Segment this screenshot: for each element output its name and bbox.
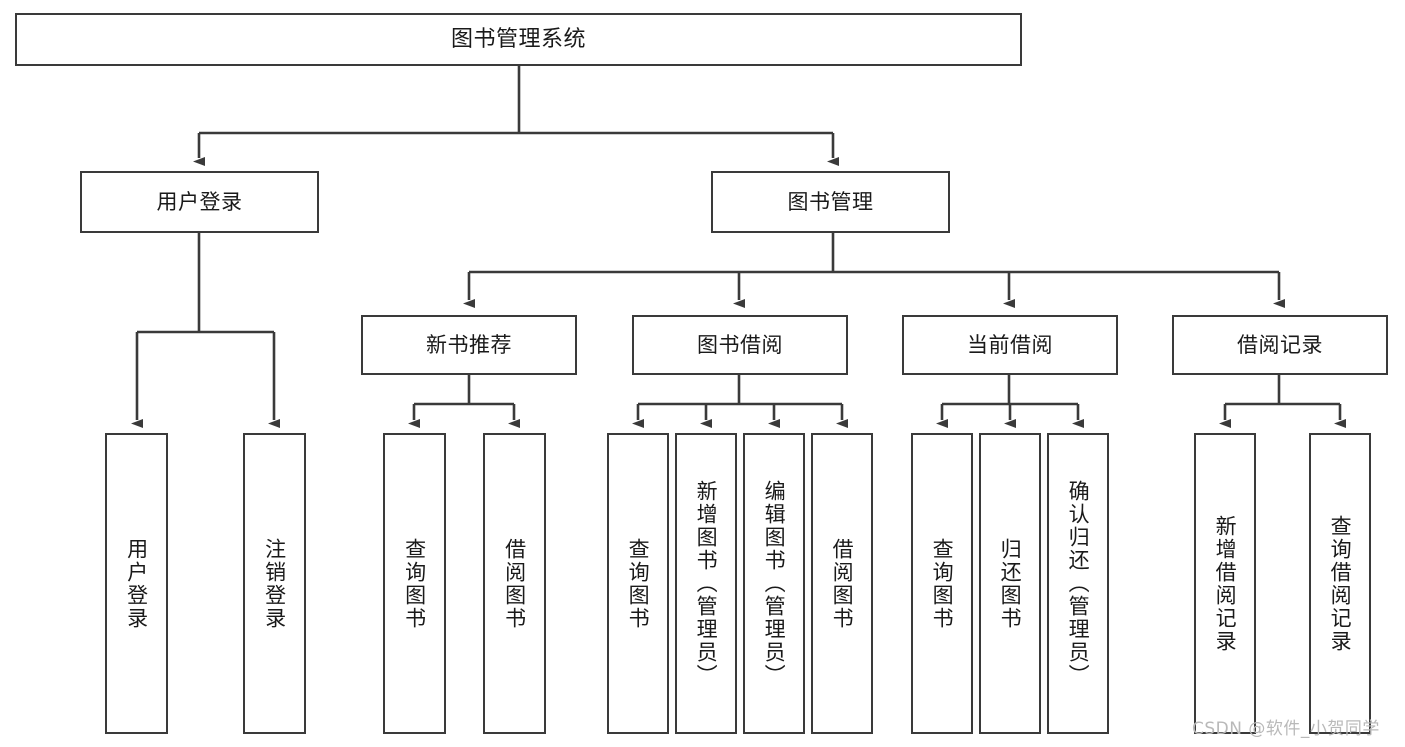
leaf-user-login[interactable]: 用户登录 — [105, 433, 168, 734]
node-label: 借阅图书 — [502, 537, 527, 630]
node-new-book-recommend[interactable]: 新书推荐 — [361, 315, 577, 375]
leaf-query-borrow-record[interactable]: 查询借阅记录 — [1309, 433, 1371, 734]
node-label: 查询图书 — [930, 537, 955, 630]
node-label: 借阅记录 — [1237, 332, 1323, 357]
node-label: 新增图书（管理员） — [694, 480, 719, 687]
node-user-login[interactable]: 用户登录 — [80, 171, 319, 233]
leaf-add-borrow-record[interactable]: 新增借阅记录 — [1194, 433, 1256, 734]
node-label: 新书推荐 — [426, 332, 512, 357]
node-label: 当前借阅 — [967, 332, 1053, 357]
node-label: 借阅图书 — [830, 537, 855, 630]
node-label: 用户登录 — [156, 189, 243, 214]
node-book-management[interactable]: 图书管理 — [711, 171, 950, 233]
node-label: 归还图书 — [998, 537, 1023, 630]
node-label: 图书管理系统 — [450, 26, 586, 52]
node-current-borrow[interactable]: 当前借阅 — [902, 315, 1118, 375]
node-label: 注销登录 — [262, 537, 287, 630]
node-label: 确认归还（管理员） — [1066, 480, 1091, 687]
node-root-book-management-system[interactable]: 图书管理系统 — [15, 13, 1022, 66]
node-label: 图书借阅 — [697, 332, 783, 357]
leaf-query-book-borrow[interactable]: 查询图书 — [607, 433, 669, 734]
node-label: 查询借阅记录 — [1328, 514, 1353, 653]
leaf-borrow-book[interactable]: 借阅图书 — [811, 433, 873, 734]
leaf-borrow-book-recommend[interactable]: 借阅图书 — [483, 433, 546, 734]
node-label: 查询图书 — [402, 537, 427, 630]
node-label: 查询图书 — [626, 537, 651, 630]
leaf-query-book-current[interactable]: 查询图书 — [911, 433, 973, 734]
leaf-query-book-recommend[interactable]: 查询图书 — [383, 433, 446, 734]
node-label: 编辑图书（管理员） — [762, 480, 787, 687]
node-label: 用户登录 — [124, 537, 149, 630]
node-borrow-record[interactable]: 借阅记录 — [1172, 315, 1388, 375]
leaf-edit-book-admin[interactable]: 编辑图书（管理员） — [743, 433, 805, 734]
leaf-return-book[interactable]: 归还图书 — [979, 433, 1041, 734]
leaf-logout-login[interactable]: 注销登录 — [243, 433, 306, 734]
node-label: 新增借阅记录 — [1213, 514, 1238, 653]
leaf-confirm-return-admin[interactable]: 确认归还（管理员） — [1047, 433, 1109, 734]
node-label: 图书管理 — [787, 189, 874, 214]
node-book-borrow[interactable]: 图书借阅 — [632, 315, 848, 375]
leaf-add-book-admin[interactable]: 新增图书（管理员） — [675, 433, 737, 734]
watermark-csdn: CSDN @软件_小贺同学 — [1192, 719, 1380, 739]
